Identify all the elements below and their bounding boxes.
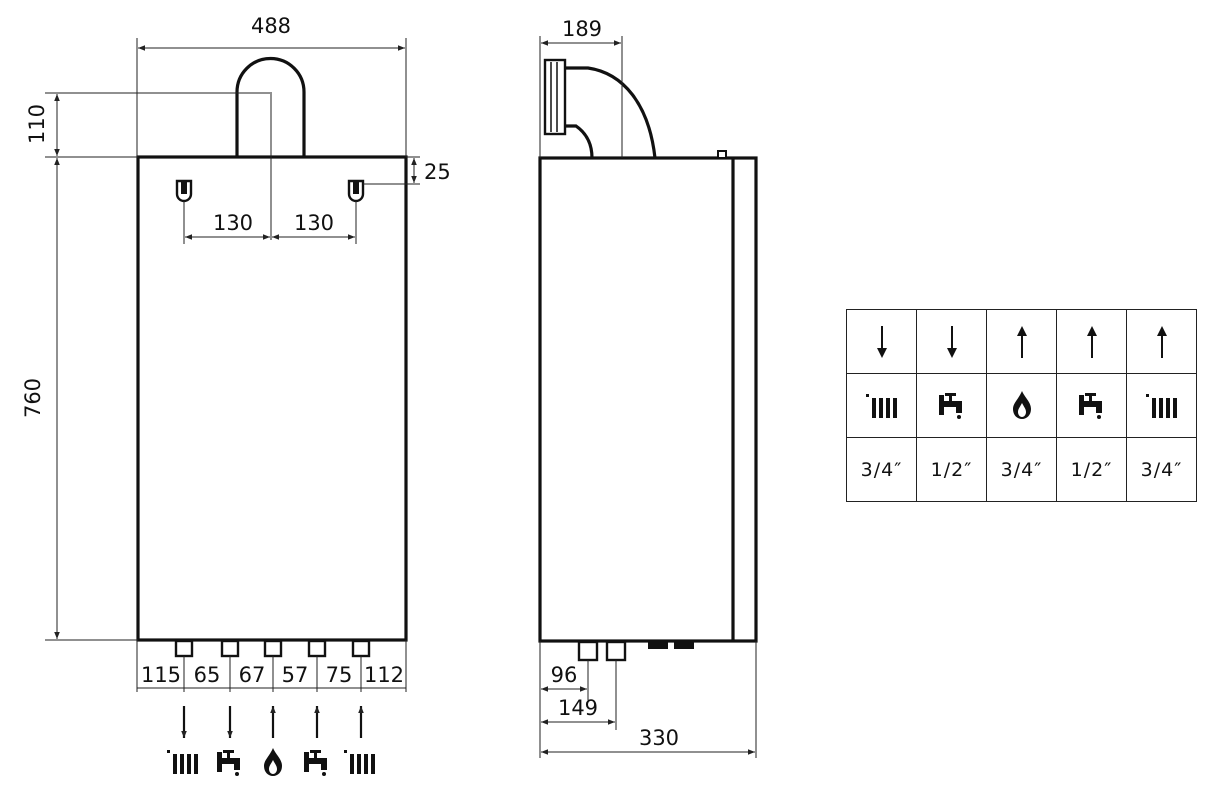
pipe-stub	[174, 639, 194, 658]
tap-icon	[1078, 392, 1102, 419]
radiator-icon	[167, 750, 198, 774]
mounting-hook-left	[175, 179, 193, 203]
pipe-size-cell: 3/4″	[986, 437, 1057, 502]
tap-icon	[217, 750, 240, 776]
arrow-up-icon	[1156, 325, 1167, 358]
arrow-down-icon	[876, 325, 887, 358]
radiator-icon	[1145, 393, 1177, 418]
flue-offset-label: 189	[562, 17, 602, 41]
direction-row	[846, 309, 1197, 374]
hook-offset-label: 25	[424, 160, 451, 184]
hook-spacing-left-label: 130	[213, 211, 253, 235]
table-cell	[846, 373, 917, 438]
pipe-stub	[605, 640, 627, 662]
boiler-side-body	[538, 156, 758, 643]
mounting-hook-right	[347, 179, 365, 203]
gas-flame-icon	[1012, 390, 1031, 419]
pipe-stub	[307, 639, 327, 658]
pipe-offset-1-label: 96	[551, 663, 578, 687]
table-cell	[846, 309, 917, 374]
table-cell	[986, 373, 1057, 438]
pipe-stub	[220, 639, 240, 658]
front-view: 488 110 25 130 130 760	[21, 14, 451, 776]
body-height-label: 760	[21, 378, 45, 418]
pipe-stub	[351, 639, 371, 658]
tap-icon	[938, 392, 962, 419]
flue-elbow-side	[543, 58, 657, 159]
table-cell	[916, 373, 987, 438]
radiator-icon	[344, 750, 375, 774]
table-cell	[1126, 309, 1197, 374]
pipe-stub	[263, 639, 283, 658]
pipe-connections-side	[577, 640, 694, 662]
connection-spec-table: 3/4″ 1/2″ 3/4″ 1/2″ 3/4″	[846, 309, 1197, 502]
table-cell	[1056, 309, 1127, 374]
table-cell	[916, 309, 987, 374]
pipe-legend-front	[167, 706, 375, 776]
pipe-stub	[577, 640, 599, 662]
arrow-up-icon	[1016, 325, 1027, 358]
flue-pipe-front	[235, 56, 306, 157]
pipe-spacing-label: 65	[194, 663, 221, 687]
gas-flame-icon	[264, 748, 282, 776]
icon-row	[846, 373, 1197, 438]
arrow-down-icon	[946, 325, 957, 358]
pipe-size-cell: 3/4″	[846, 437, 917, 502]
hook-spacing-right-label: 130	[294, 211, 334, 235]
pipe-spacing-label: 67	[239, 663, 266, 687]
width-dimension-label: 488	[251, 14, 291, 38]
pipe-spacing-label: 112	[364, 663, 404, 687]
radiator-icon	[865, 393, 897, 418]
pipe-size-cell: 1/2″	[1056, 437, 1127, 502]
table-cell	[1056, 373, 1127, 438]
pipe-size-cell: 3/4″	[1126, 437, 1197, 502]
tap-icon	[304, 750, 327, 776]
pipe-size-cell: 1/2″	[916, 437, 987, 502]
arrow-up-icon	[1086, 325, 1097, 358]
pipe-spacing-label: 115	[141, 663, 181, 687]
pipe-offset-2-label: 149	[558, 696, 598, 720]
pipe-spacing-label: 57	[282, 663, 309, 687]
depth-label: 330	[639, 726, 679, 750]
pipe-connections-front	[174, 639, 371, 658]
pipe-spacing-label: 75	[326, 663, 353, 687]
pipe-spacing-dimensions: 115 65 67 57 75 112	[136, 640, 407, 692]
size-row: 3/4″ 1/2″ 3/4″ 1/2″ 3/4″	[846, 437, 1197, 502]
flue-height-label: 110	[25, 104, 49, 144]
boiler-front-body	[136, 155, 408, 642]
table-cell	[1126, 373, 1197, 438]
table-cell	[986, 309, 1057, 374]
side-view: 189 96 149 330	[538, 17, 758, 758]
